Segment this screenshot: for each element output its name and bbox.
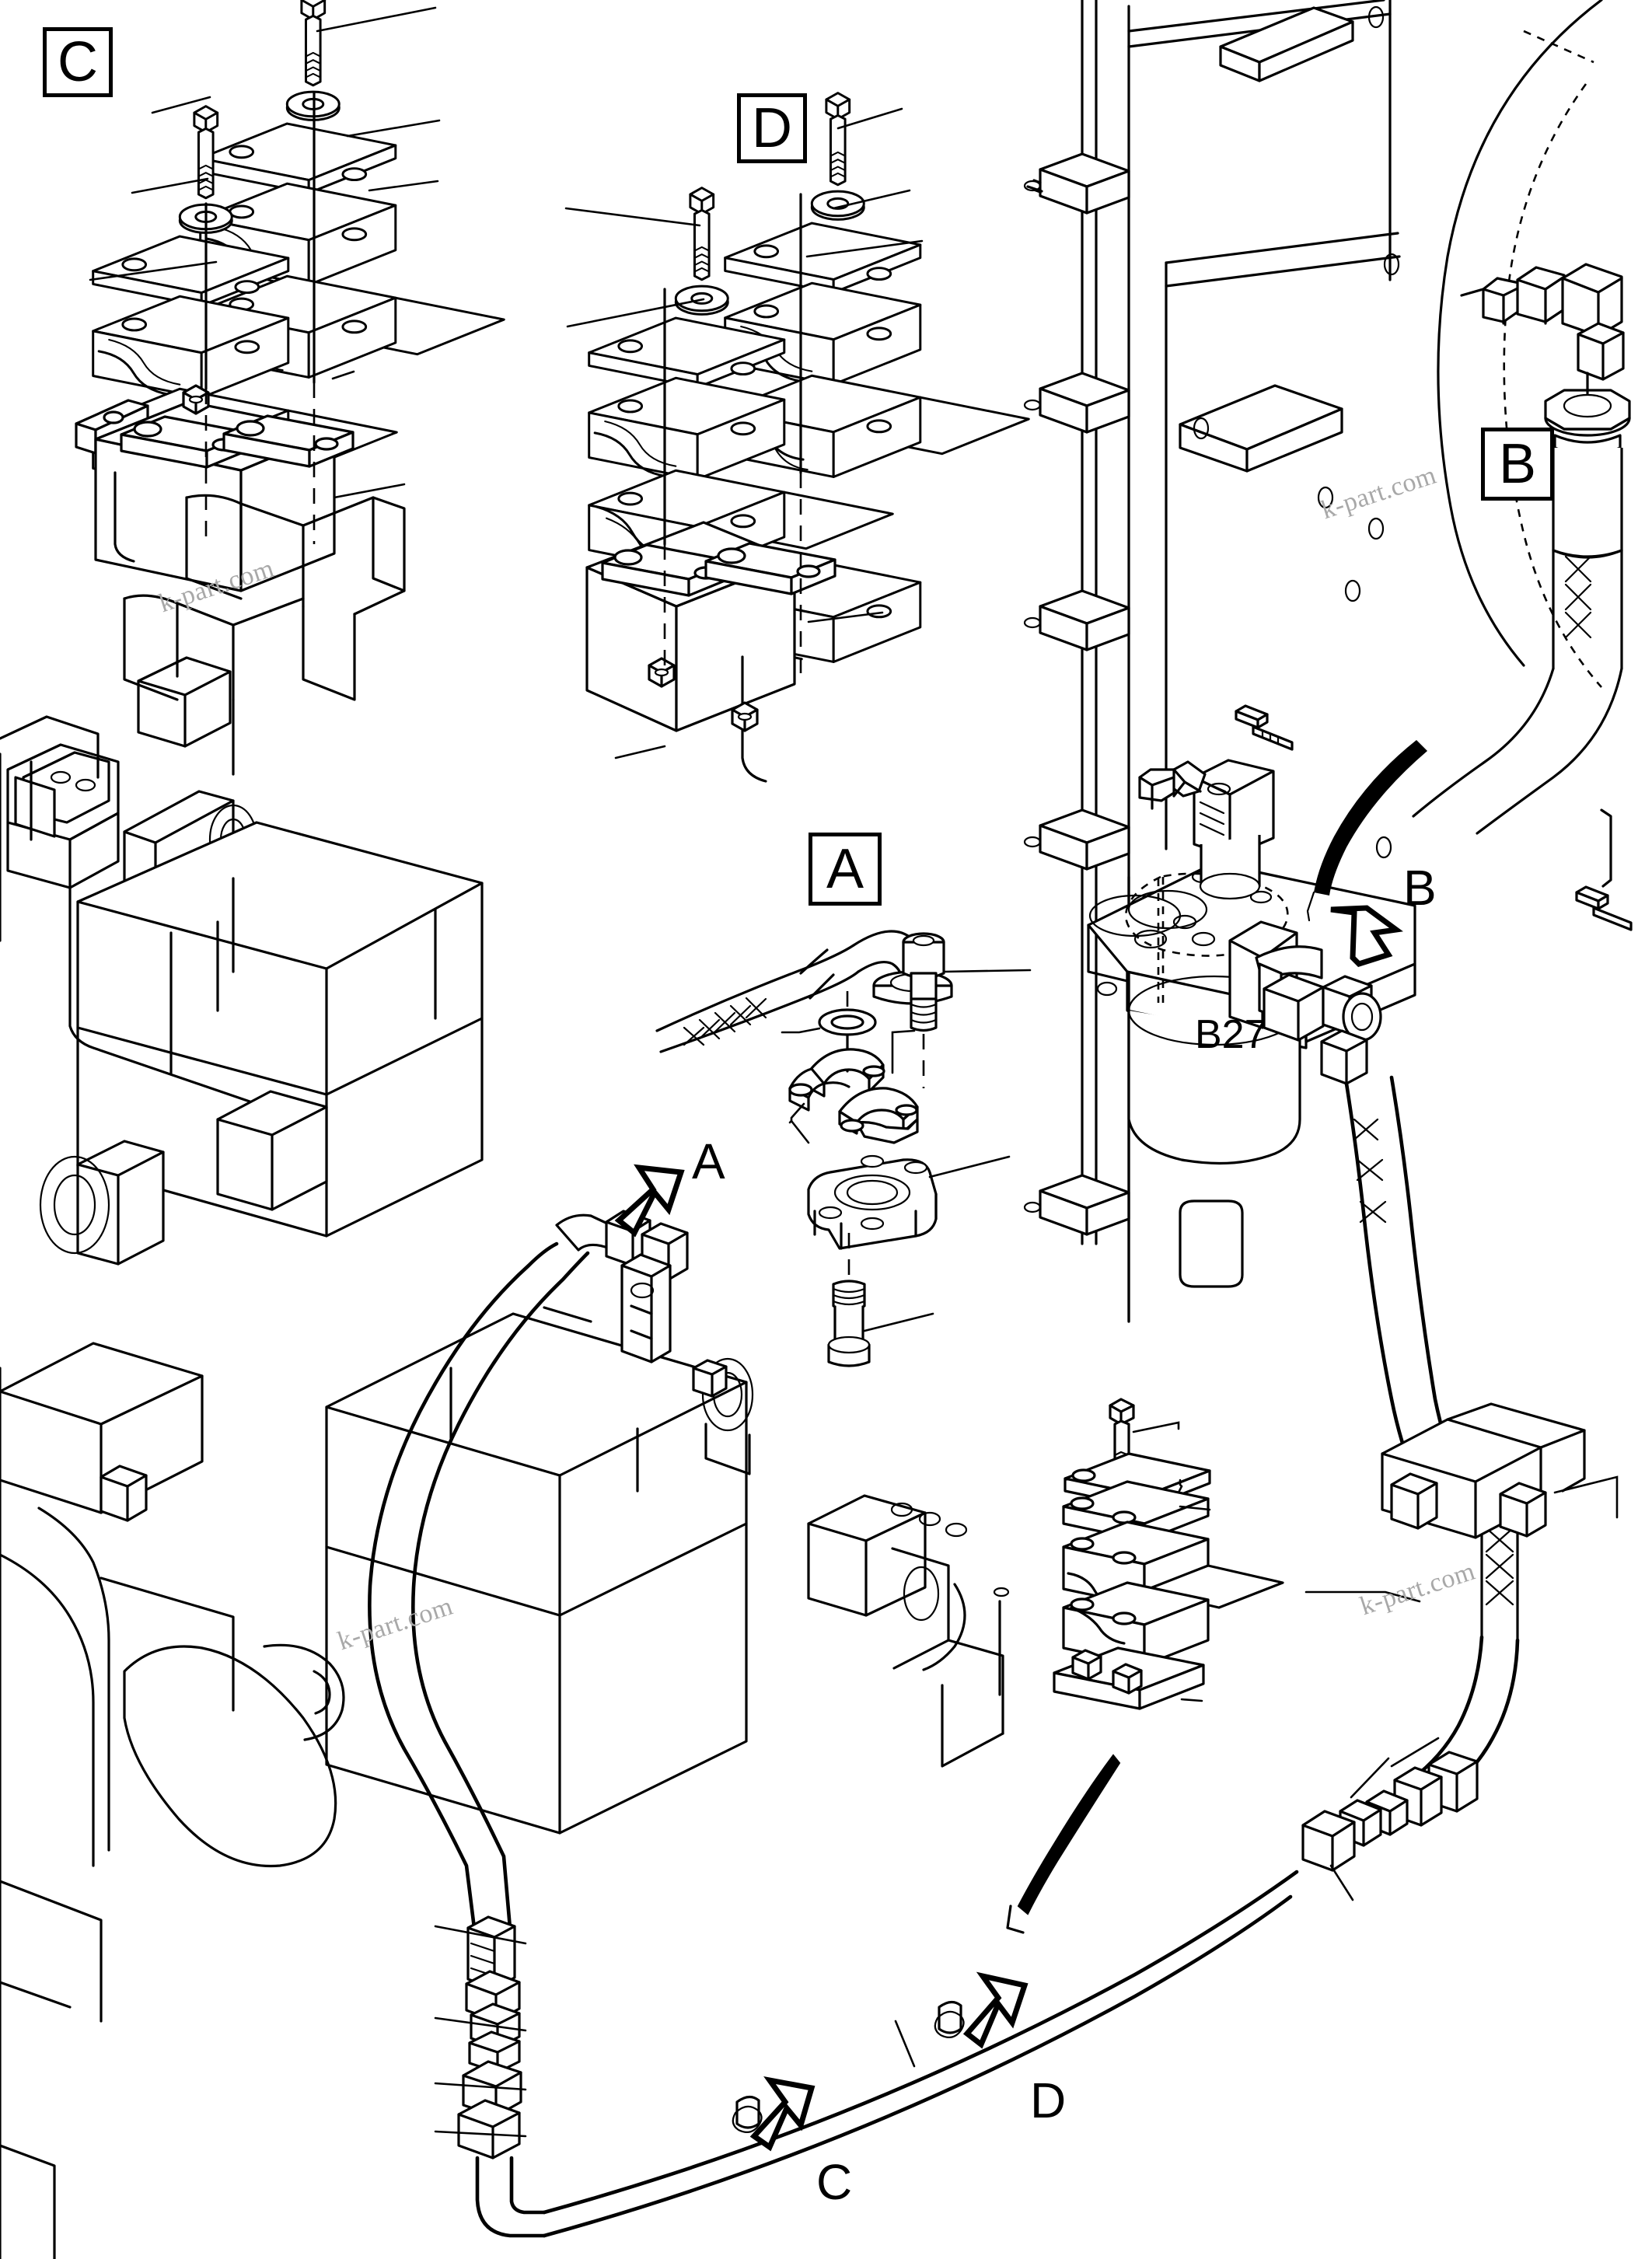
socket-bolt-a — [902, 932, 1032, 1032]
arrow-label-a: A — [692, 1133, 725, 1189]
part-code-b27: B27 — [1195, 1012, 1267, 1057]
callout-arrow-a — [614, 1164, 685, 1238]
hose-routing — [368, 1075, 1619, 2238]
detail-box-a: A — [809, 833, 882, 906]
callout-arrow-d — [962, 1971, 1029, 2049]
detail-group-b — [1412, 263, 1631, 835]
arrow-label-b: B — [1403, 860, 1437, 916]
bracket-right-upper — [1381, 1402, 1619, 1539]
frame-panel — [1023, 0, 1633, 1323]
detail-box-c: C — [43, 27, 113, 97]
hose-fitting-pump-a — [543, 1210, 689, 1363]
arrow-label-d: D — [1030, 2072, 1067, 2128]
connector-right-lower — [1301, 1737, 1479, 1901]
flange-cover-a — [807, 1154, 1011, 1250]
hose-b-dark — [1306, 740, 1427, 922]
detail-box-d: D — [737, 93, 807, 163]
detail-group-d — [564, 92, 1030, 783]
detail-group-c — [75, 0, 505, 592]
split-flange-a — [788, 1029, 919, 1144]
filter-elbow-fitting — [1228, 920, 1382, 1085]
detail-box-b: B — [1481, 428, 1554, 501]
nut-d-right — [731, 701, 759, 732]
bracket-c — [75, 370, 406, 592]
flange-bolt-a — [827, 1280, 934, 1367]
callout-arrow-c — [749, 2076, 816, 2152]
o-ring-a — [781, 1008, 877, 1036]
bracket-d — [585, 521, 884, 783]
arrow-label-c: C — [816, 2154, 853, 2210]
nut-d-left — [648, 657, 676, 688]
nut-c — [182, 384, 210, 415]
clamp-group-lower — [993, 1398, 1284, 1710]
oil-filter-assembly — [1087, 759, 1416, 1165]
detail-group-a — [655, 930, 1032, 1367]
callout-arrow-b — [1330, 905, 1403, 967]
hose-fitting-bottom-left — [434, 1915, 527, 2159]
